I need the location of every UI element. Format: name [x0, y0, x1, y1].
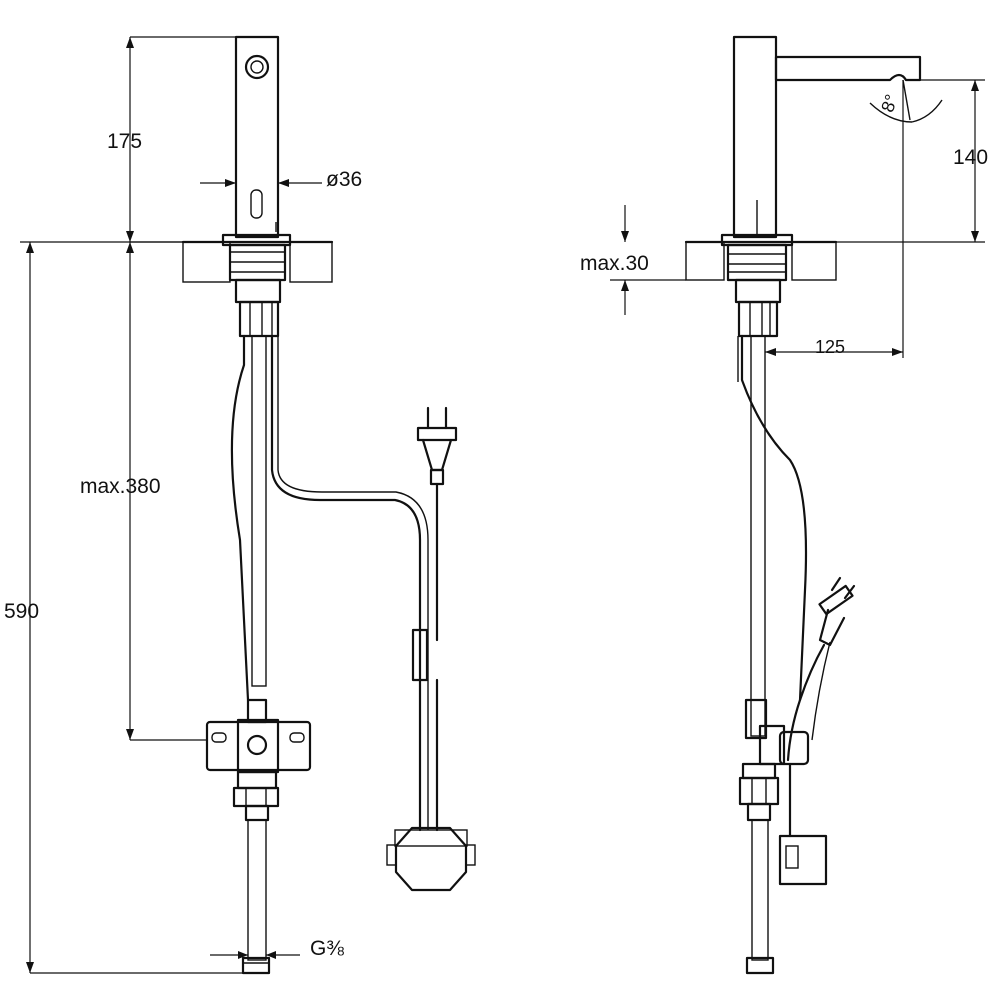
front-hoses [230, 334, 429, 832]
side-solenoid-valve [738, 698, 810, 975]
front-view: 175 ø36 max.380 590 G⅜ [4, 35, 476, 975]
side-hoses [737, 334, 808, 737]
spout-height-side-label: 140 [953, 146, 988, 169]
side-dimensions [610, 79, 985, 358]
side-faucet-body [732, 35, 943, 239]
front-dimensions [20, 36, 322, 974]
front-lower-hose [241, 819, 271, 975]
front-faucet-body [234, 35, 280, 239]
spout-height-label: 175 [107, 130, 142, 153]
front-mounting-assembly [221, 233, 292, 338]
diameter-label: ø36 [326, 168, 362, 191]
side-mounting-assembly [720, 233, 794, 338]
side-view: 140 max.30 125 8° [580, 35, 988, 975]
counter-thickness-label: max.30 [580, 252, 649, 275]
spout-angle-label: 8° [877, 92, 902, 115]
max-depth-label: max.380 [80, 475, 161, 498]
front-power-plug [411, 406, 458, 832]
connection-thread-label: G⅜ [310, 937, 344, 960]
side-power-plug [778, 576, 856, 886]
front-control-box [386, 826, 476, 892]
total-length-label: 590 [4, 600, 39, 623]
spout-reach-label: 125 [815, 337, 845, 357]
front-solenoid-valve [205, 698, 312, 822]
side-countertop [684, 240, 838, 281]
